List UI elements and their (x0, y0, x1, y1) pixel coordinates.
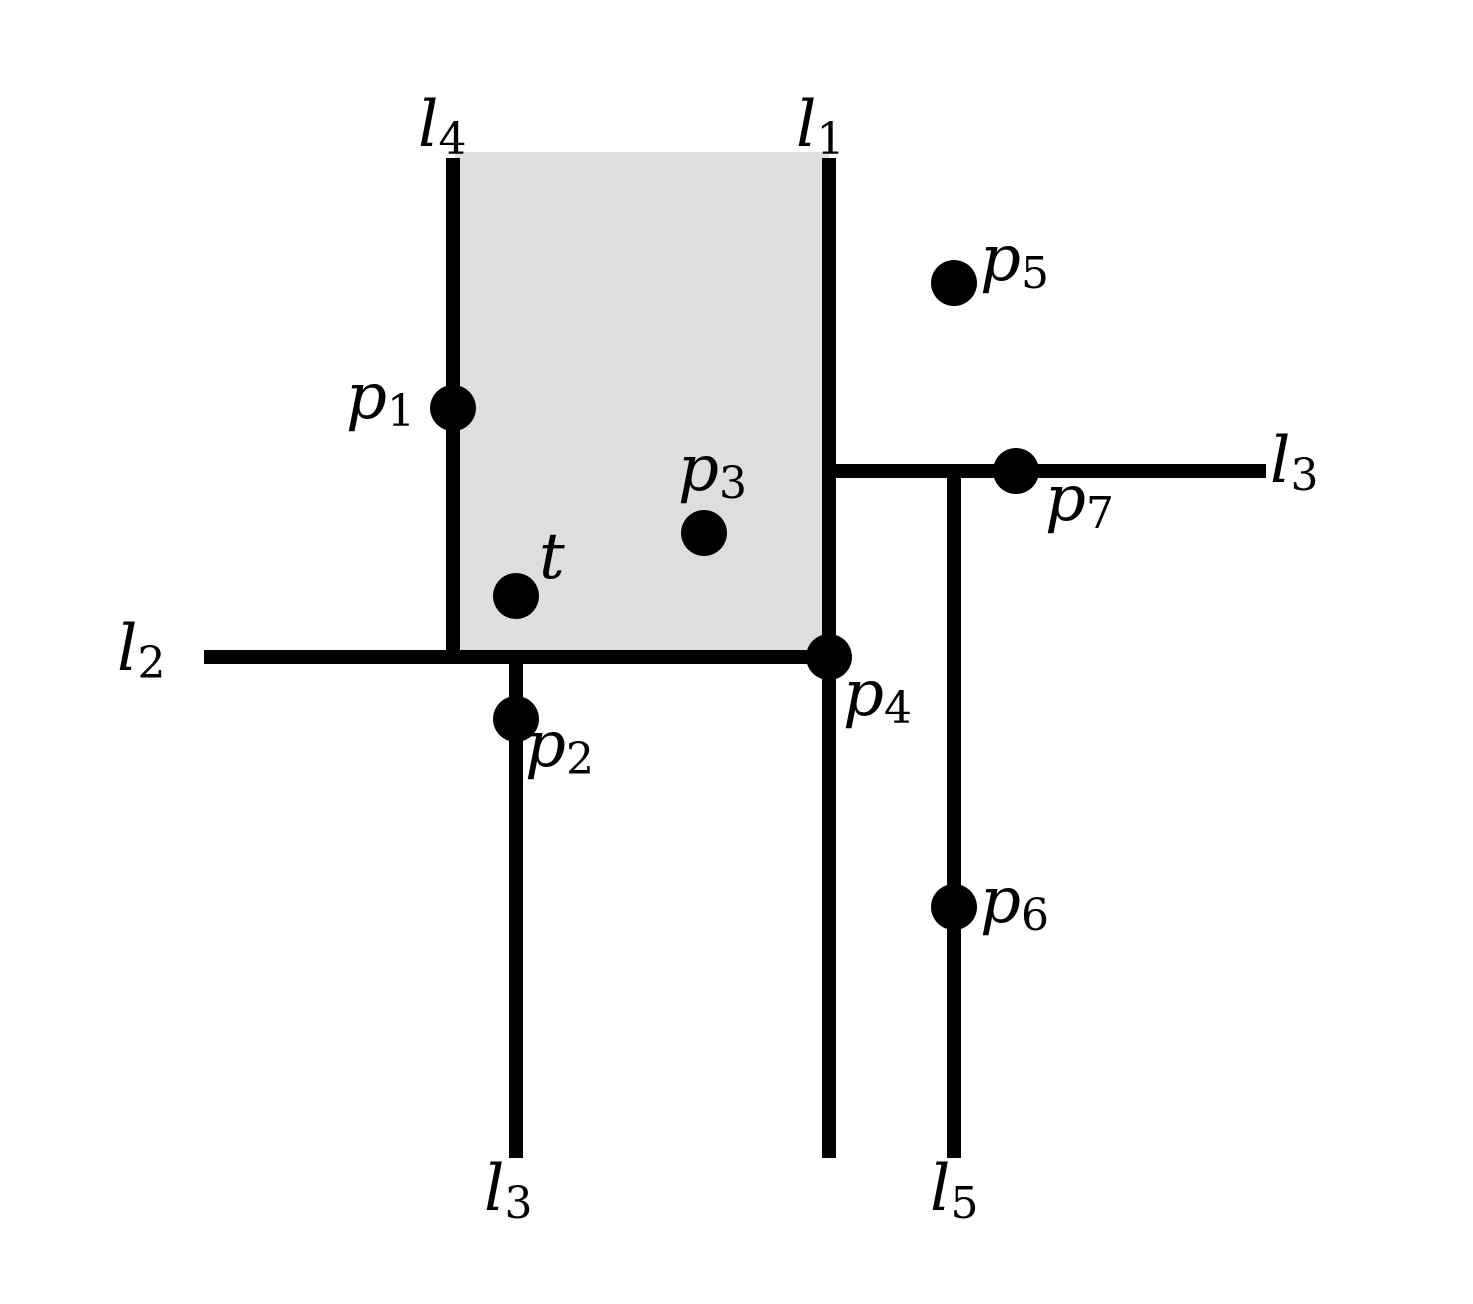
label-p3: p3 (678, 432, 747, 509)
label-l3-right: l3 (1270, 424, 1318, 501)
point-p1 (430, 385, 476, 431)
label-l4: l4 (418, 88, 466, 165)
label-p7: p7 (1045, 462, 1114, 539)
point-p3 (681, 510, 727, 556)
point-t (493, 573, 539, 619)
point-p6 (931, 884, 977, 930)
point-p7 (993, 448, 1039, 494)
label-l5: l5 (930, 1152, 978, 1229)
point-p4 (806, 634, 852, 680)
point-p5 (931, 260, 977, 306)
label-l1: l1 (796, 88, 844, 165)
label-t: t (539, 520, 565, 594)
label-p4: p4 (843, 657, 912, 734)
label-p6: p6 (980, 864, 1049, 941)
label-l3-bottom: l3 (484, 1152, 532, 1229)
point-p2 (493, 696, 539, 742)
label-p5: p5 (980, 222, 1049, 299)
label-p1: p1 (346, 360, 415, 437)
shaded-region (455, 152, 829, 657)
label-p2: p2 (525, 708, 594, 785)
label-l2: l2 (117, 612, 165, 689)
